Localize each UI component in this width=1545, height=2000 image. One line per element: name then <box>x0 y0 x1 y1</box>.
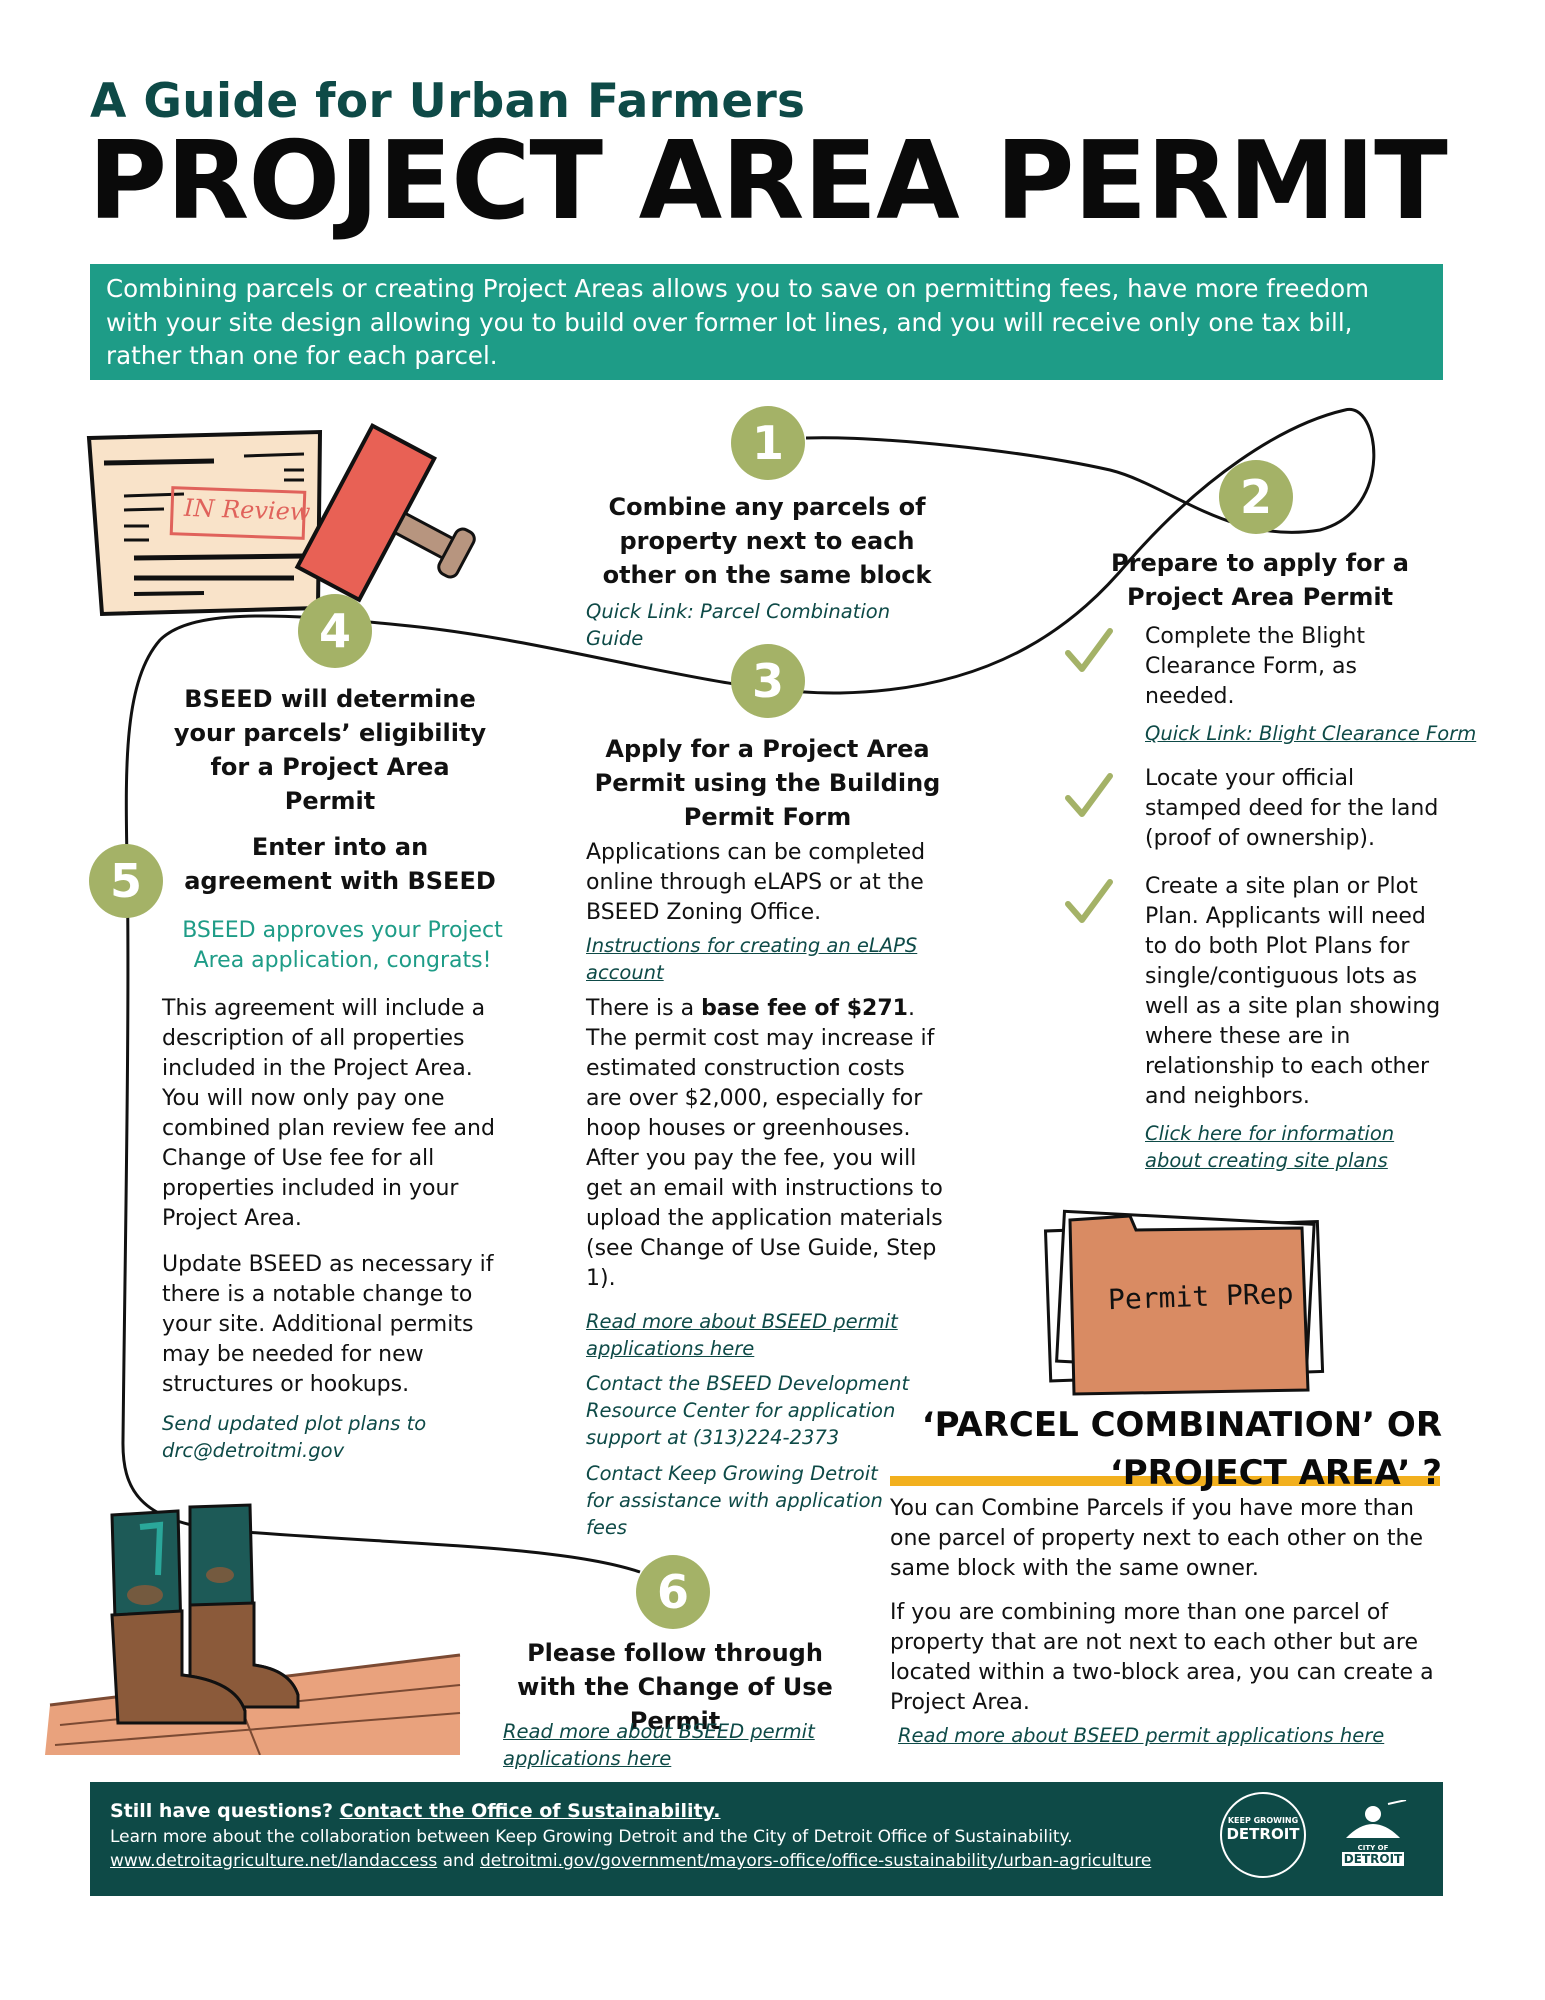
kgd-logo-top: KEEP GROWING <box>1227 1816 1299 1825</box>
step-1-number: 1 <box>731 406 805 480</box>
contact-sustainability-link[interactable]: Contact the Office of Sustainability. <box>339 1800 721 1822</box>
check-icon <box>1065 773 1113 817</box>
footer-and: and <box>437 1851 480 1871</box>
question-heading-line-2: ‘PROJECT AREA’ ? <box>1109 1453 1442 1493</box>
kgd-contact: Contact Keep Growing Detroit for assista… <box>586 1462 883 1539</box>
detroitmi-urban-agriculture-link[interactable]: detroitmi.gov/government/mayors-office/o… <box>479 1851 1152 1871</box>
footer-questions: Still have questions? Contact the Office… <box>110 1800 1423 1822</box>
check-icon <box>1065 879 1113 923</box>
elaps-account-link[interactable]: Instructions for creating an eLAPS accou… <box>586 934 918 984</box>
project-area-explanation: If you are combining more than one parce… <box>890 1600 1434 1715</box>
bseed-drc-contact: Contact the BSEED Development Resource C… <box>586 1372 910 1449</box>
step-1-quick-link[interactable]: Quick Link: Parcel Combination Guide <box>586 600 891 650</box>
permit-prep-folder-icon <box>1043 1209 1325 1396</box>
step-5-number: 5 <box>89 844 163 918</box>
intro-banner: Combining parcels or creating Project Ar… <box>90 264 1443 380</box>
step-1-title: Combine any parcels of property next to … <box>602 493 932 589</box>
spirit-figure-icon <box>1346 1799 1407 1838</box>
step-2-check-2: Locate your official stamped deed for th… <box>1145 766 1439 851</box>
page-title: PROJECT AREA PERMIT <box>88 119 1448 244</box>
question-heading-line-1: ‘PARCEL COMBINATION’ OR <box>921 1405 1442 1445</box>
guide-kicker: A Guide for Urban Farmers <box>90 74 806 129</box>
city-logo-top: CITY OF <box>1357 1844 1389 1852</box>
step-5-update-body: Update BSEED as necessary if there is a … <box>162 1252 494 1397</box>
step-2-check-3: Create a site plan or Plot Plan. Applica… <box>1145 874 1441 1109</box>
blight-clearance-link[interactable]: Quick Link: Blight Clearance Form <box>1145 722 1477 745</box>
change-of-use-bseed-link[interactable]: Read more about BSEED permit application… <box>503 1720 815 1770</box>
step-3-body: Applications can be completed online thr… <box>586 840 926 925</box>
fee-text-post: . The permit cost may increase if estima… <box>586 996 943 1291</box>
in-review-stamp-text: IN Review <box>183 493 311 527</box>
step-4-title: BSEED will determine your parcels’ eligi… <box>173 685 487 815</box>
kgd-logo-main: DETROIT <box>1226 1825 1300 1843</box>
boots-illustration <box>45 1503 461 1755</box>
bseed-permit-link[interactable]: Read more about BSEED permit application… <box>586 1310 898 1360</box>
city-logo-main: DETROIT <box>1342 1852 1404 1866</box>
step-5-title: Enter into an agreement with BSEED <box>184 833 496 895</box>
send-plot-plans-note: Send updated plot plans to drc@detroitmi… <box>162 1412 427 1462</box>
footer-urls: www.detroitagriculture.net/landaccess an… <box>110 1850 1423 1872</box>
combine-parcels-explanation: You can Combine Parcels if you have more… <box>890 1496 1424 1581</box>
footer-collab-text: Learn more about the collaboration betwe… <box>110 1827 1073 1847</box>
in-review-illustration: IN Review <box>84 418 504 618</box>
step-6-number: 6 <box>636 1555 710 1629</box>
question-bseed-link[interactable]: Read more about BSEED permit application… <box>898 1724 1385 1747</box>
approval-message: BSEED approves your Project Area applica… <box>182 918 503 973</box>
footer-banner: Still have questions? Contact the Office… <box>90 1782 1443 1896</box>
heading-underline <box>890 1476 1440 1486</box>
step-3-number: 3 <box>731 644 805 718</box>
step-4-number: 4 <box>298 594 372 668</box>
step-3-fee-info: There is a base fee of $271. The permit … <box>586 994 946 1294</box>
folder-label-text: Permit PRep <box>1107 1276 1294 1317</box>
detroit-agriculture-link[interactable]: www.detroitagriculture.net/landaccess <box>110 1851 438 1871</box>
base-fee: base fee of $271 <box>701 996 908 1021</box>
footer-questions-text: Still have questions? <box>110 1800 340 1822</box>
check-icon <box>1065 628 1113 672</box>
site-plans-info-link[interactable]: Click here for information about creatin… <box>1145 1122 1395 1172</box>
step-3-title: Apply for a Project Area Permit using th… <box>594 735 941 831</box>
city-of-detroit-logo: CITY OF DETROIT <box>1336 1799 1410 1880</box>
step-2-check-1: Complete the Blight Clearance Form, as n… <box>1145 624 1365 709</box>
step-2-number: 2 <box>1219 460 1293 534</box>
keep-growing-detroit-logo: KEEP GROWING DETROIT <box>1220 1792 1306 1878</box>
step-5-agreement-body: This agreement will include a descriptio… <box>162 996 495 1231</box>
step-6-title: Please follow through with the Change of… <box>517 1639 833 1735</box>
fee-text-pre: There is a <box>586 996 702 1021</box>
step-2-title: Prepare to apply for a Project Area Perm… <box>1111 549 1409 611</box>
paper-doc-icon <box>86 422 476 617</box>
